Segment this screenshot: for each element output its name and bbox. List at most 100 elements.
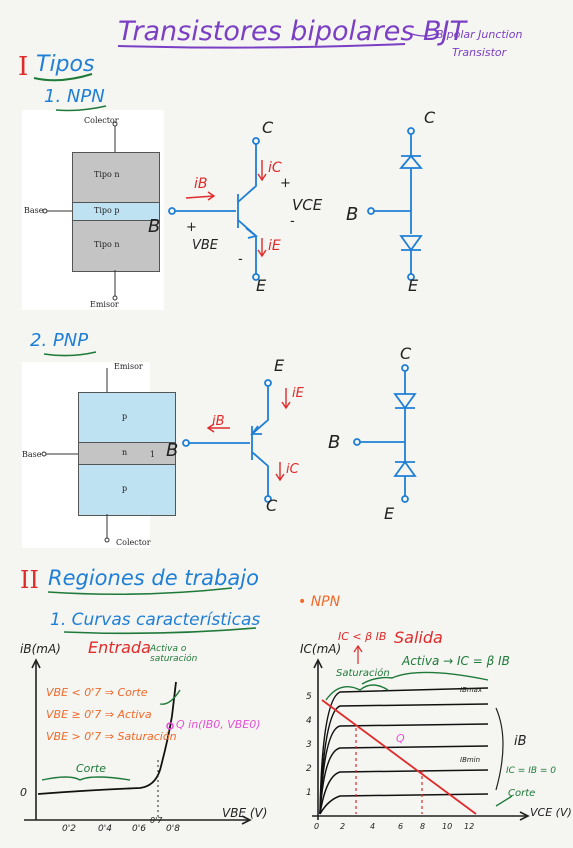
title-underline — [117, 43, 406, 49]
input-corte-brace — [41, 776, 131, 781]
npn-ie-label: iE — [268, 238, 281, 254]
output-ib-label: iB — [514, 734, 527, 749]
pnp-fig-mid-text: n — [122, 448, 128, 457]
npn-ic-label: iC — [268, 160, 282, 176]
npn-fig-bot-n — [72, 220, 160, 272]
npn-fig-emitter-label: Emisor — [90, 300, 119, 309]
output-q-label: Q — [396, 732, 405, 745]
tipos-underline — [33, 73, 93, 82]
input-active-brace — [159, 689, 181, 705]
regiones-underline — [47, 587, 233, 596]
output-chart — [312, 644, 530, 821]
pnp-diode-c-label: C — [400, 344, 412, 363]
output-xtick-6: 12 — [464, 822, 475, 831]
output-ytick-1: 1 — [306, 788, 312, 798]
input-condition-2: VBE ≥ 0'7 ⇒ Activa — [46, 708, 152, 721]
input-curve — [37, 681, 177, 795]
input-condition-3: VBE > 0'7 ⇒ Saturación — [46, 730, 177, 743]
output-ylabel: IC(mA) — [300, 642, 342, 656]
input-xlabel: VBE (V) — [222, 806, 268, 820]
output-activa-label: Activa → IC = β IB — [402, 654, 510, 668]
npn-diode-c-label: C — [424, 108, 436, 127]
section1-numeral: I — [18, 52, 29, 82]
pnp-fig-bot-text: p — [122, 484, 128, 493]
input-q-point — [166, 722, 174, 730]
input-xtick-3: 0'6 — [132, 824, 146, 834]
pnp-b-label: B — [166, 440, 179, 461]
pnp-fig-base-label: Base — [22, 450, 42, 459]
npn-underline — [55, 105, 107, 112]
input-xtick-2: 0'4 — [98, 824, 112, 834]
load-line — [321, 699, 477, 815]
output-curve-label-2: IBmin — [460, 756, 481, 764]
pnp-diode-model — [353, 364, 417, 503]
input-condition-1: VBE < 0'7 ⇒ Corte — [46, 686, 148, 699]
pnp-fig-marker: 1 — [150, 450, 156, 459]
npn-vce-plus: + — [280, 176, 291, 191]
pnp-fig-top-p — [78, 392, 176, 444]
npn-c-label: C — [262, 118, 274, 137]
output-curve-label-1: IBmax — [460, 686, 483, 694]
pnp-ie-label: iE — [292, 386, 304, 401]
pnp-fig-top-text: p — [122, 412, 128, 421]
pnp-transistor-symbol — [182, 379, 272, 503]
pnp-diode-b-label: B — [328, 432, 341, 453]
output-xtick-5: 10 — [442, 822, 453, 831]
pnp-fig-emitter-label: Emisor — [114, 362, 143, 371]
section1-label: Tipos — [36, 52, 95, 77]
output-note-sat: IC < β IB — [338, 630, 387, 643]
title-note-2: Transistor — [452, 46, 507, 59]
npn-vbe-plus: + — [186, 220, 197, 235]
input-zero: 0 — [20, 786, 27, 799]
output-sat-brace — [325, 684, 389, 701]
section2-label: Regiones de trabajo — [48, 566, 259, 590]
input-corte-label: Corte — [76, 762, 107, 775]
input-xtick-5: 0'8 — [166, 824, 180, 834]
output-ytick-3: 3 — [306, 740, 312, 750]
output-ytick-5: 5 — [306, 692, 312, 702]
pnp-diode-e-label: E — [384, 504, 395, 523]
npn-diode-e-label: E — [408, 276, 419, 295]
curves-heading: 1. Curvas características — [50, 610, 261, 630]
pnp-underline — [43, 351, 97, 357]
input-note-active: Activa o saturación — [150, 644, 198, 664]
output-saturacion-label: Saturación — [336, 668, 390, 679]
pnp-ib-label: iB — [212, 414, 225, 429]
npn-transistor-symbol — [168, 137, 260, 281]
output-xtick-1: 2 — [340, 822, 346, 831]
input-xtick-4: 0'7 — [150, 816, 163, 825]
npn-vbe-minus: - — [238, 252, 243, 267]
curvas-underline — [63, 627, 257, 635]
input-xtick-1: 0'2 — [62, 824, 76, 834]
output-xtick-4: 8 — [420, 822, 426, 831]
input-q-label: Q in(IB0, VBE0) — [176, 718, 261, 731]
npn-fig-base-label: Base — [24, 206, 44, 215]
npn-fig-collector-label: Colector — [84, 116, 119, 125]
npn-note: • NPN — [298, 594, 341, 610]
pnp-c-label: C — [266, 496, 278, 515]
pnp-heading: 2. PNP — [30, 330, 89, 351]
pnp-ic-label: iC — [286, 462, 299, 477]
npn-vce-minus: - — [290, 214, 295, 229]
pnp-fig-collector-label: Colector — [116, 538, 151, 547]
pnp-fig-bot-p — [78, 464, 176, 516]
pnp-e-label: E — [274, 356, 285, 375]
input-ylabel: iB(mA) — [20, 642, 61, 656]
pnp-fig-mid-n — [78, 442, 176, 466]
output-ytick-2: 2 — [306, 764, 312, 774]
npn-b-label: B — [148, 216, 161, 237]
npn-diode-b-label: B — [346, 204, 359, 225]
npn-fig-top-text: Tipo n — [94, 170, 120, 179]
section2-numeral: II — [20, 566, 39, 594]
output-xlabel: VCE (V) — [530, 806, 572, 819]
output-xtick-3: 6 — [398, 822, 404, 831]
npn-fig-top-n — [72, 152, 160, 204]
output-ib-brace — [495, 707, 504, 791]
npn-fig-mid-text: Tipo p — [94, 206, 120, 215]
npn-current-arrows — [185, 160, 267, 258]
npn-e-label: E — [256, 276, 267, 295]
input-chart — [24, 658, 252, 825]
pnp-structure-figure: Emisor Base Colector p n p — [22, 362, 176, 548]
npn-diode-model — [367, 127, 423, 281]
npn-ib-label: iB — [194, 176, 208, 192]
